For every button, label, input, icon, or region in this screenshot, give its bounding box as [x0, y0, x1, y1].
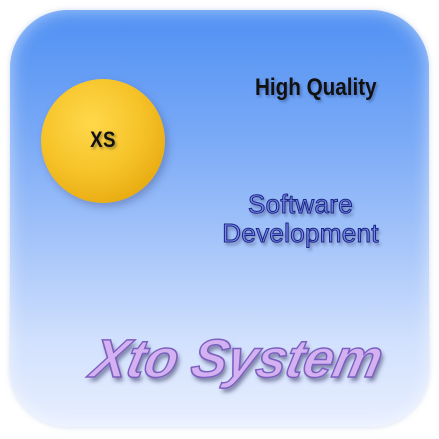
- tagline-text: High Quality: [255, 74, 377, 101]
- service-line-2: Development: [222, 218, 379, 248]
- brand-name: Xto System: [85, 328, 388, 390]
- service-text: Software Development: [198, 189, 403, 248]
- badge-text: XS: [90, 127, 116, 152]
- sun-badge: XS: [41, 79, 165, 203]
- service-line-1: Software: [247, 189, 353, 219]
- logo-tile: XS High Quality Software Development Xto…: [10, 10, 429, 427]
